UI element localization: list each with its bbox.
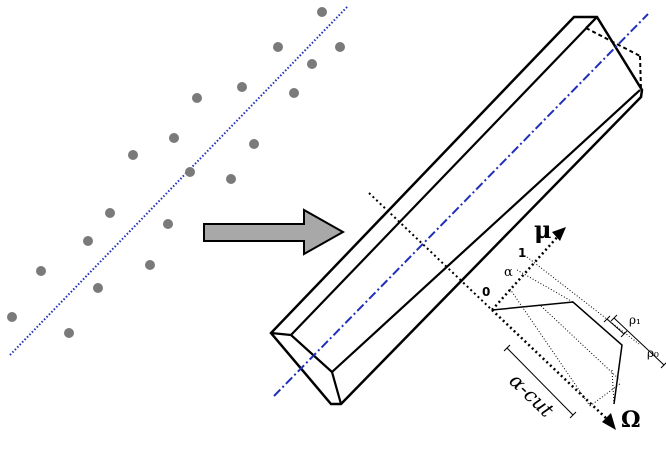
mu-axis bbox=[491, 227, 566, 311]
rho1-dimension bbox=[606, 318, 625, 335]
rho0-label: ρ₀ bbox=[647, 346, 659, 360]
prism-bottom-edge bbox=[290, 334, 333, 373]
data-point bbox=[83, 236, 93, 246]
data-point bbox=[307, 59, 317, 69]
prism-axis bbox=[273, 13, 649, 397]
transition-arrow bbox=[203, 208, 346, 256]
alpha-cut-projection bbox=[572, 301, 623, 346]
prism-ridge bbox=[290, 16, 598, 336]
prism-ridge bbox=[331, 89, 641, 373]
data-point bbox=[169, 133, 179, 143]
alpha-cut-projection bbox=[540, 305, 621, 381]
level-one-label: 1 bbox=[518, 246, 526, 260]
data-point bbox=[289, 88, 299, 98]
prism-bottom-edge bbox=[330, 371, 343, 405]
scatter-plot bbox=[7, 5, 349, 356]
data-point bbox=[64, 328, 74, 338]
omega-arrowhead bbox=[602, 413, 616, 430]
fuzzy-prism bbox=[269, 15, 644, 406]
data-point bbox=[7, 312, 17, 322]
data-point bbox=[145, 260, 155, 270]
rho0-dimension bbox=[613, 317, 665, 366]
alpha-cut-projection bbox=[611, 369, 615, 405]
rho1-label: ρ₁ bbox=[629, 313, 641, 327]
omega-label: Ω bbox=[621, 407, 641, 433]
level-1-line bbox=[526, 256, 640, 345]
data-point bbox=[192, 93, 202, 103]
regression-line bbox=[9, 5, 349, 356]
prism-bottom-edge bbox=[270, 331, 292, 337]
data-point bbox=[128, 150, 138, 160]
cross-section-line bbox=[368, 192, 493, 311]
data-point bbox=[249, 139, 259, 149]
alpha-level-label: α bbox=[504, 265, 513, 280]
prism-outline bbox=[269, 15, 644, 406]
data-point bbox=[163, 219, 173, 229]
alpha-cut-projection bbox=[589, 382, 622, 407]
omega-axis bbox=[491, 309, 616, 430]
prism-top-hidden bbox=[585, 27, 641, 57]
mu-label: μ bbox=[534, 215, 552, 244]
zero-level-label: 0 bbox=[482, 285, 490, 299]
data-point bbox=[335, 42, 345, 52]
data-point bbox=[185, 167, 195, 177]
data-point bbox=[273, 42, 283, 52]
prism-top-hidden bbox=[639, 55, 642, 91]
data-point bbox=[317, 7, 327, 17]
data-point bbox=[36, 266, 46, 276]
alpha-cut-dimension bbox=[503, 344, 577, 419]
membership-triangle bbox=[491, 301, 623, 405]
data-point bbox=[93, 283, 103, 293]
data-point bbox=[105, 208, 115, 218]
rho-markers bbox=[603, 314, 666, 369]
data-point bbox=[237, 82, 247, 92]
alpha-cut-label: α-cut bbox=[505, 368, 560, 422]
alpha-level-line bbox=[516, 269, 574, 303]
mu-arrowhead bbox=[552, 227, 566, 241]
data-point bbox=[226, 174, 236, 184]
membership-function bbox=[491, 256, 640, 407]
